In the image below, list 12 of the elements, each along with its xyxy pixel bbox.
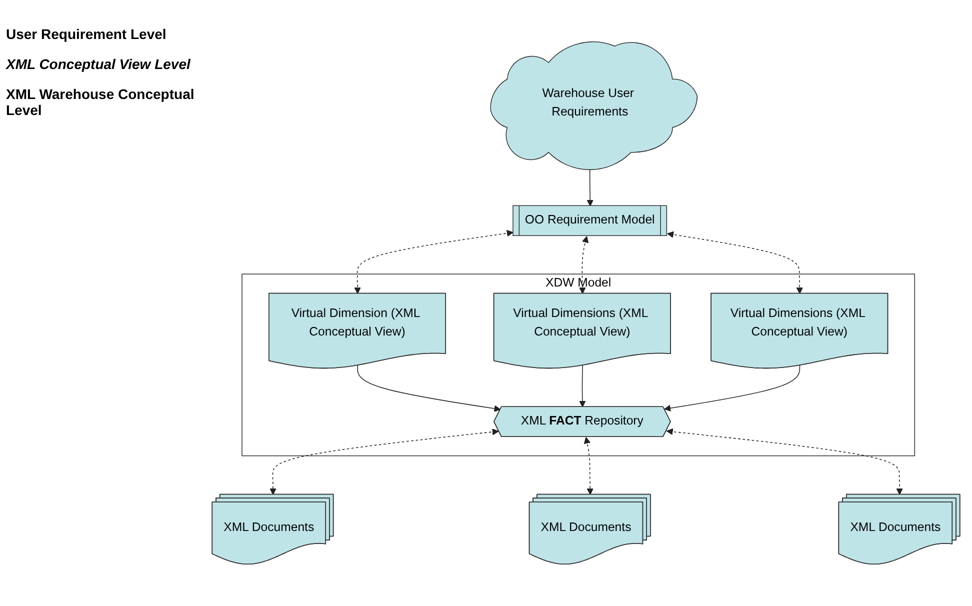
arrow	[579, 365, 586, 408]
level-label: XML Conceptual View Level	[6, 56, 192, 72]
arrow	[584, 436, 594, 495]
arrow	[666, 428, 903, 495]
arrow	[357, 365, 501, 412]
arrow	[664, 365, 800, 412]
arrow	[579, 236, 589, 294]
arrow	[270, 428, 499, 495]
level-label: XML Warehouse Conceptual Level	[6, 86, 196, 118]
arrow	[667, 231, 804, 294]
arrow	[354, 230, 514, 294]
level-label: User Requirement Level	[6, 26, 168, 42]
